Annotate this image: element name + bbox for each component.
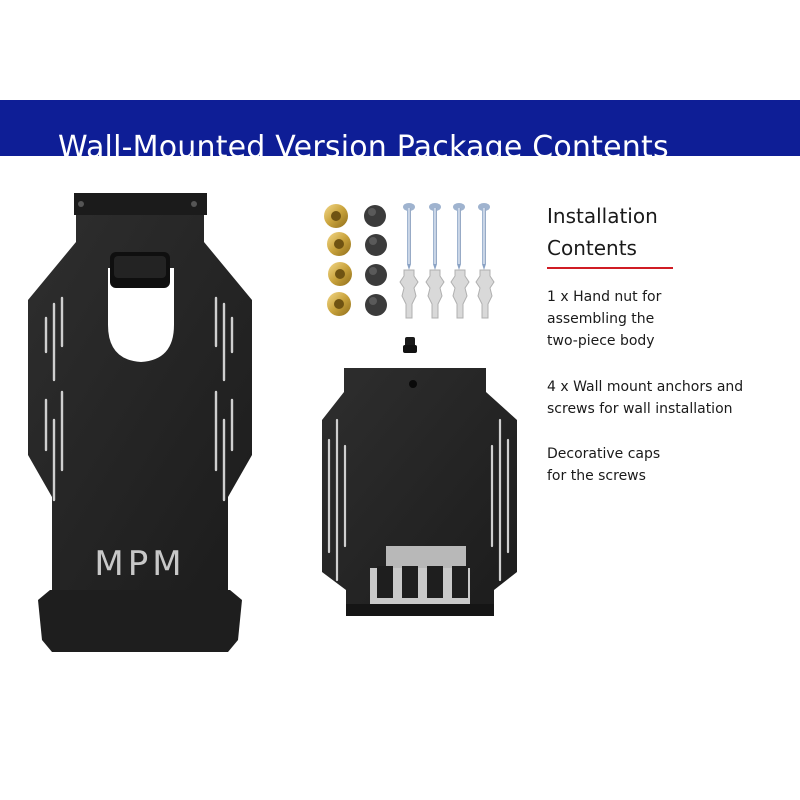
content-item-line: Decorative caps (547, 446, 661, 462)
washer-icon (324, 204, 352, 316)
title-accent-rule (547, 267, 673, 269)
content-item-line: screws for wall installation (547, 401, 733, 417)
title-banner: Wall-Mounted Version Package Contents (0, 100, 800, 165)
installation-title: Installation Contents (547, 200, 777, 264)
hand-nut-icon (403, 337, 417, 353)
large-mount-plate (28, 193, 252, 652)
content-item-line: two-piece body (547, 333, 655, 349)
mpm-logo: MPM (94, 544, 185, 584)
content-item-line: 4 x Wall mount anchors and (547, 379, 744, 395)
content-item-caps: Decorative caps for the screws (547, 443, 660, 487)
installation-title-line: Contents (547, 236, 637, 260)
anchor-icon (399, 269, 495, 319)
cap-icon (364, 205, 387, 316)
content-item-hand-nut: 1 x Hand nut for assembling the two-piec… (547, 286, 661, 352)
screw-icon (403, 203, 490, 270)
installation-contents-panel: Installation Contents 1 x Hand nut for a… (547, 200, 777, 484)
page-title: Wall-Mounted Version Package Contents (58, 130, 669, 166)
installation-title-line: Installation (547, 204, 658, 228)
content-item-wall-anchors: 4 x Wall mount anchors and screws for wa… (547, 376, 743, 420)
content-item-line: for the screws (547, 468, 646, 484)
small-mount-plate (322, 368, 517, 616)
content-item-line: assembling the (547, 311, 655, 327)
content-item-line: 1 x Hand nut for (547, 289, 662, 305)
